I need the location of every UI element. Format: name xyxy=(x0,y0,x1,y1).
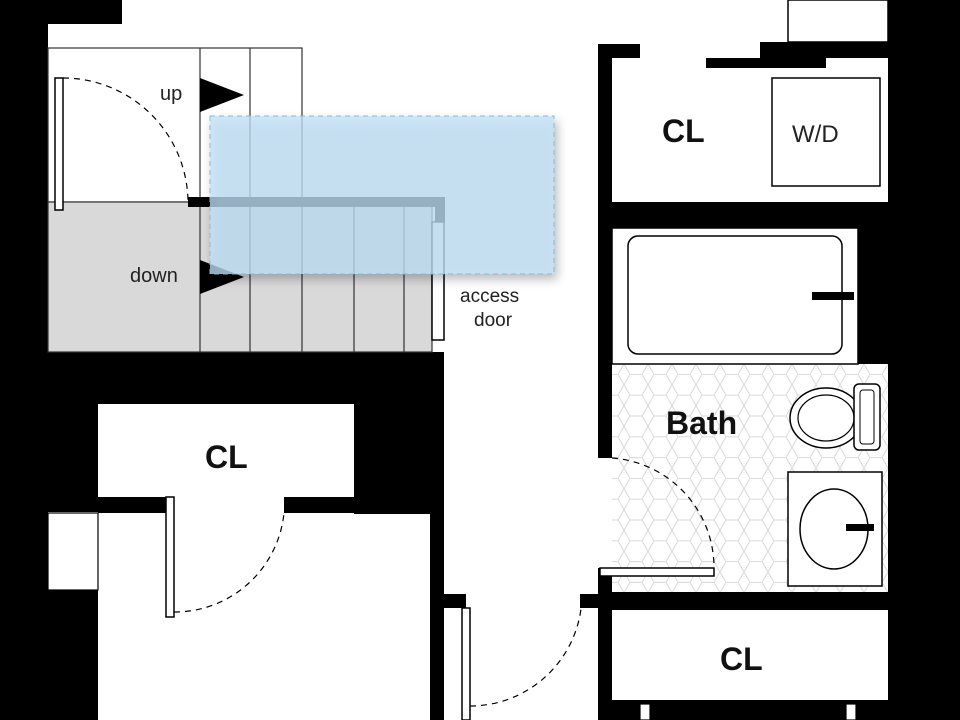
door-jamb-2 xyxy=(580,594,602,608)
wall-laundry-bath xyxy=(598,202,888,228)
wall-tub-right xyxy=(858,228,888,364)
closet-bottom-right: CL xyxy=(612,610,888,720)
wall-center-lower xyxy=(430,513,444,720)
sink-icon xyxy=(787,471,883,587)
door-jamb-1 xyxy=(444,594,466,608)
wall-laundry-top xyxy=(706,58,826,68)
wall-closet-left xyxy=(48,404,98,512)
bathroom: Bath xyxy=(599,227,888,592)
bath-label: Bath xyxy=(666,405,737,441)
wall-closet-right-bottom xyxy=(284,497,444,513)
wall-lower-left xyxy=(0,590,98,720)
access-door-label-1: access xyxy=(460,286,519,307)
stair-up-label: up xyxy=(160,83,182,105)
wall-center xyxy=(354,352,444,514)
bath-door[interactable] xyxy=(599,567,715,577)
closet-left-door[interactable] xyxy=(165,496,175,618)
wall-bottom-right-closet xyxy=(598,700,888,720)
bottom-center-door[interactable] xyxy=(461,593,583,720)
cabinet-top-right xyxy=(787,0,889,43)
closet-door-stub-left xyxy=(639,703,651,720)
toilet-icon xyxy=(789,383,881,451)
wall-laundry-top-2 xyxy=(760,42,888,58)
stair-down-label: down xyxy=(130,265,178,287)
access-door-label-2: door xyxy=(474,310,513,331)
washer-dryer-label: W/D xyxy=(792,121,839,148)
closet-left-label: CL xyxy=(205,439,248,475)
triangle-arrow-icon xyxy=(200,78,244,112)
wall-closet-left-bottom xyxy=(98,497,168,513)
tub-faucet xyxy=(812,292,854,300)
closet-bottom-right-label: CL xyxy=(720,641,763,677)
closet-door-stub-right xyxy=(845,703,857,720)
laundry-closet-label: CL xyxy=(662,113,705,149)
wall-right-core-top xyxy=(598,44,640,58)
window-lower-left xyxy=(47,512,99,591)
washer-dryer-icon xyxy=(771,77,881,187)
laundry-closet: CL W/D xyxy=(612,0,889,202)
closet-left: CL xyxy=(98,404,354,618)
entry-door[interactable] xyxy=(54,77,189,211)
wall-bath-bottom xyxy=(598,592,888,610)
wall-bath-bottom-left xyxy=(598,568,612,720)
selection-highlight[interactable] xyxy=(209,115,555,275)
wall-right-core xyxy=(598,44,612,458)
bathtub-icon xyxy=(627,235,843,355)
wall-right-outer-top xyxy=(908,0,938,720)
